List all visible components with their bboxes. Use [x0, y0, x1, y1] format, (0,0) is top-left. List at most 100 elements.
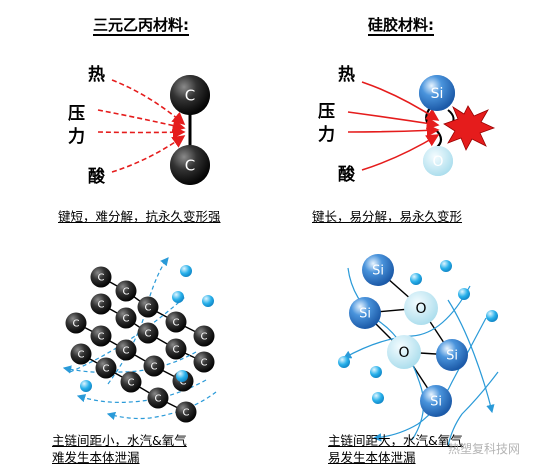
carbon-atom-label: C: [103, 364, 110, 375]
carbon-atom-body: [90, 266, 112, 288]
water-molecule: [180, 265, 192, 277]
carbon-atom: C: [115, 307, 137, 329]
right-bottom-caption: 易发生本体泄漏: [328, 450, 416, 465]
oxygen-atom-label: O: [398, 345, 409, 361]
carbon-atom-label: C: [173, 345, 180, 356]
carbon-atom: C: [147, 387, 169, 409]
carbon-atom-body: [165, 338, 187, 360]
silicon-atom-body: [436, 339, 468, 371]
carbon-atom-label: C: [123, 346, 130, 357]
force-arrow: [111, 135, 186, 173]
carbon-atom: C: [115, 280, 137, 302]
right-bottom-caption: 主链间距大，水汽&氧气: [328, 433, 463, 448]
carbon-atom-body: [193, 351, 215, 373]
silicon-atom: Si: [349, 297, 381, 329]
force-arrow: [361, 134, 440, 171]
water-molecule-body: [180, 265, 192, 277]
carbon-atom-label: C: [145, 329, 152, 340]
oxygen-atom: O: [387, 335, 421, 369]
carbon-atom-label: C: [201, 358, 208, 369]
carbon-atom: C: [65, 312, 87, 334]
carbon-atom-body: [120, 371, 142, 393]
carbon-atom-body: [90, 325, 112, 347]
leak-path-line: [69, 295, 187, 373]
right-top-caption: 键长，易分解，易永久变形: [312, 209, 463, 224]
oxygen-atom: O: [404, 291, 438, 325]
water-molecule: [486, 310, 498, 322]
silicon-atom-body: [420, 385, 452, 417]
carbon-atom-body: [137, 296, 159, 318]
heat-label: 热: [338, 65, 355, 85]
carbon-atom-label: C: [123, 287, 130, 298]
left-top-caption: 键短，难分解，抗永久变形强: [58, 209, 221, 224]
silicon-atom-label: Si: [372, 264, 384, 279]
oxygen-atom-label: O: [432, 154, 443, 170]
silicon-atom-body: [362, 254, 394, 286]
acid-label: 酸: [88, 167, 105, 187]
carbon-atom-body: [115, 339, 137, 361]
water-molecule-body: [458, 288, 470, 300]
carbon-atom-body: [115, 280, 137, 302]
water-molecule: [410, 273, 422, 285]
carbon-atom-label: C: [185, 86, 195, 104]
carbon-atom: C: [170, 145, 210, 185]
water-molecule-body: [80, 380, 92, 392]
silicon-atom-label: Si: [359, 307, 371, 322]
carbon-atom: C: [193, 351, 215, 373]
carbon-atom: C: [90, 266, 112, 288]
carbon-atom-label: C: [123, 314, 130, 325]
water-molecule: [458, 288, 470, 300]
carbon-atom-label: C: [73, 319, 80, 330]
force-arrow: [347, 111, 440, 130]
left-bottom-caption: 主链间距小，水汽&氧气: [52, 433, 187, 448]
carbon-atom-body: [193, 325, 215, 347]
carbon-atom: C: [90, 293, 112, 315]
silicon-atom: Si: [420, 385, 452, 417]
carbon-atom: C: [193, 325, 215, 347]
water-molecule: [80, 380, 92, 392]
pressure-label: 力: [68, 127, 85, 147]
silicon-atom-body: [419, 75, 455, 111]
carbon-atom-body: [175, 401, 197, 423]
carbon-atom: C: [120, 371, 142, 393]
carbon-atom-label: C: [183, 408, 190, 419]
water-molecule: [372, 392, 384, 404]
leak-path-line: [62, 351, 197, 374]
carbon-atom-label: C: [201, 332, 208, 343]
oxygen-atom-body: [387, 335, 421, 369]
carbon-atom-label: C: [145, 303, 152, 314]
leak-path-line: [447, 299, 495, 414]
carbon-atom: C: [175, 401, 197, 423]
water-molecule-body: [338, 356, 350, 368]
carbon-atom-label: C: [128, 378, 135, 389]
carbon-atom: C: [165, 311, 187, 333]
leak-path-line: [447, 371, 499, 447]
carbon-atom-label: C: [173, 318, 180, 329]
right-title: 硅胶材料:: [368, 16, 434, 36]
carbon-atom-body: [143, 355, 165, 377]
force-arrow: [361, 81, 440, 121]
water-molecule-body: [172, 291, 184, 303]
carbon-atom-label: C: [155, 394, 162, 405]
carbon-atom-label: C: [151, 362, 158, 373]
carbon-atom-label: C: [98, 332, 105, 343]
carbon-atom-body: [137, 322, 159, 344]
carbon-atom-label: C: [78, 350, 85, 361]
silicon-atom: Si: [362, 254, 394, 286]
carbon-atom-label: C: [98, 300, 105, 311]
carbon-atom-body: [170, 75, 210, 115]
carbon-atom-label: C: [185, 156, 195, 174]
oxygen-atom: O: [423, 146, 453, 176]
carbon-atom: C: [90, 325, 112, 347]
water-molecule: [440, 260, 452, 272]
silicon-atom-label: Si: [431, 86, 444, 102]
carbon-atom-label: C: [98, 273, 105, 284]
heat-label: 热: [88, 65, 105, 85]
silicon-atom-body: [349, 297, 381, 329]
silicon-atom-label: Si: [446, 349, 458, 364]
water-molecule: [176, 370, 188, 382]
carbon-atom-body: [115, 307, 137, 329]
pressure-label: 压: [318, 102, 335, 122]
carbon-atom: C: [143, 355, 165, 377]
carbon-atom: C: [170, 75, 210, 115]
